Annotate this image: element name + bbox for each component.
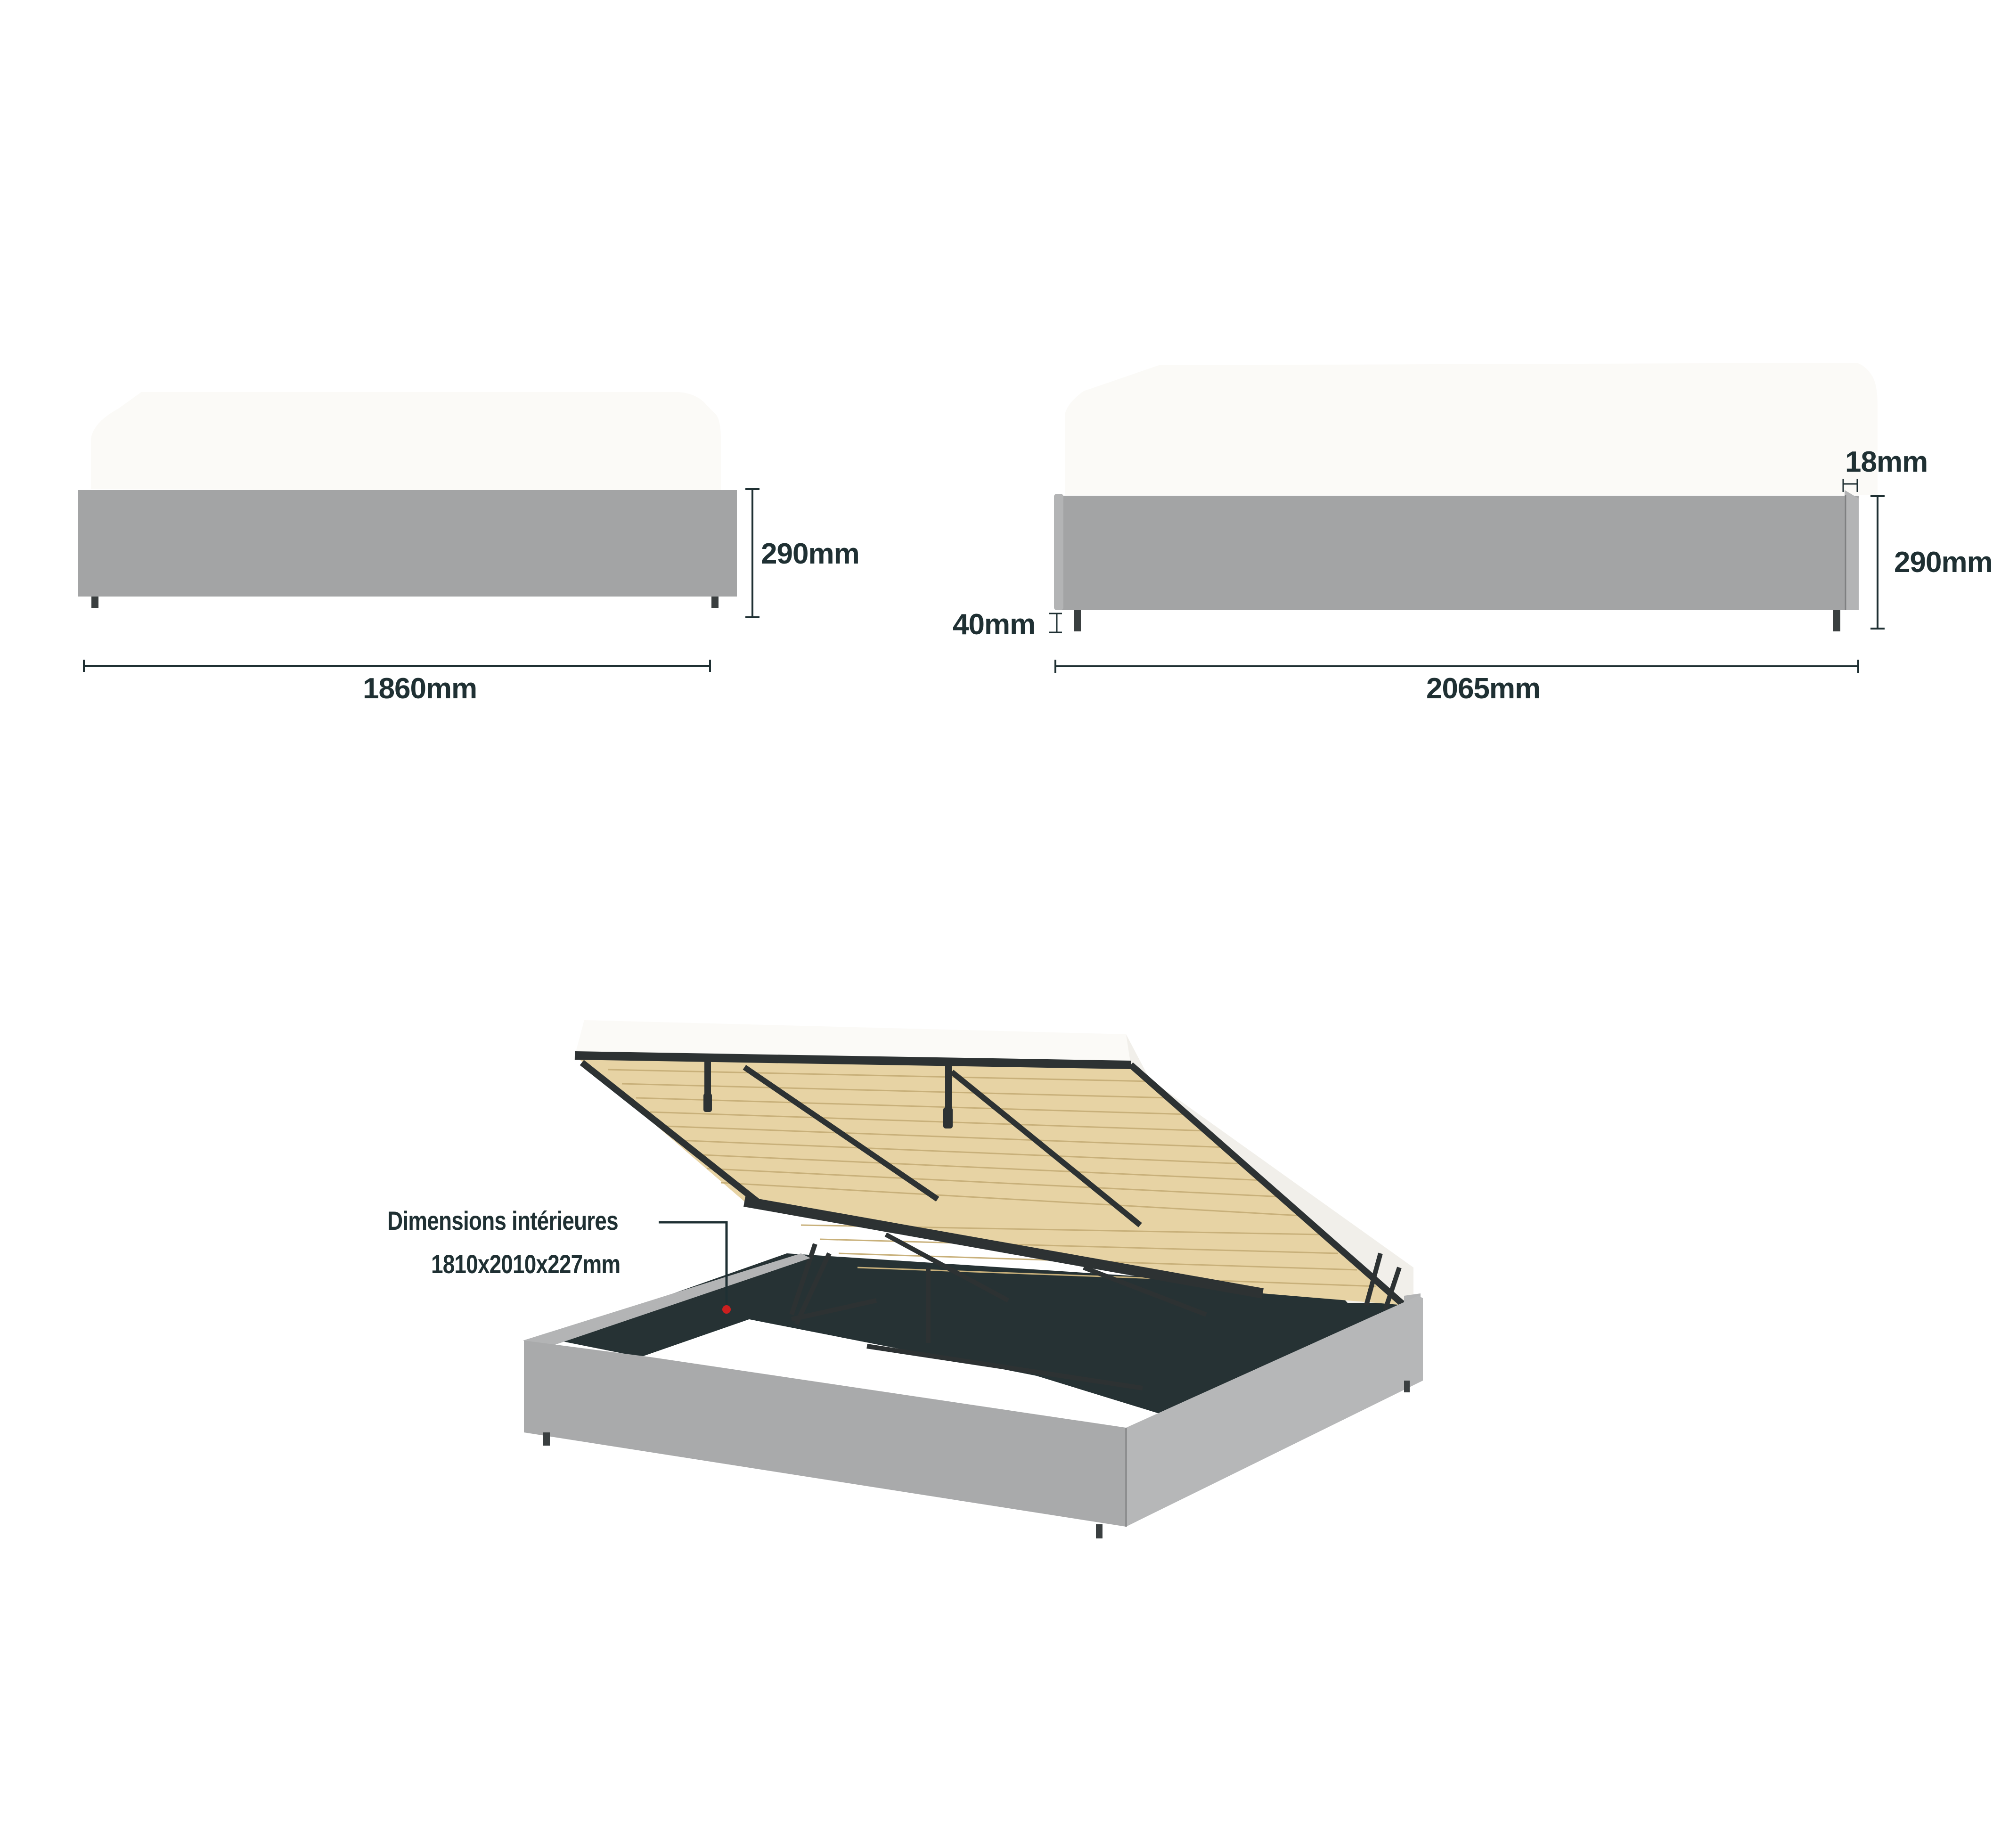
storage-interior [547, 1253, 1418, 1414]
callout-leader [659, 1221, 731, 1314]
front-leg-right [711, 597, 719, 608]
front-width-label: 1860mm [363, 672, 477, 705]
side-height-label: 290mm [1894, 546, 1993, 579]
side-frame [1058, 496, 1859, 610]
side-view-bed [1049, 363, 1885, 673]
side-mattress [1065, 363, 1878, 495]
side-overhang-label: 18mm [1845, 446, 1928, 478]
side-frame-headboard-edge [1054, 494, 1063, 610]
side-frame-footboard-edge [1845, 490, 1859, 610]
crossbar [866, 1344, 1143, 1390]
gas-pistons [789, 1243, 1402, 1343]
side-length-label: 2065mm [1426, 672, 1541, 705]
side-leg-left [1074, 610, 1081, 631]
perspective-legs [543, 1381, 1410, 1538]
side-leg-right [1833, 610, 1840, 631]
side-length-dimension [1054, 660, 1859, 673]
frame-front-side [524, 1341, 1126, 1527]
side-leg-label: 40mm [953, 608, 1036, 641]
frame-foot-end [1126, 1296, 1423, 1527]
front-height-label: 290mm [761, 538, 860, 570]
front-width-dimension [83, 660, 711, 672]
slats [607, 1069, 1376, 1287]
metal-frame [574, 1051, 1406, 1317]
side-leg-dimension [1049, 613, 1062, 633]
storage-floor [641, 1319, 1159, 1428]
perspective-bed [523, 1020, 1423, 1538]
callout-value: 1810x2010x227mm [431, 1249, 621, 1279]
front-leg-left [91, 597, 98, 608]
callout-title: Dimensions intérieures [387, 1206, 619, 1235]
callout-dot [722, 1305, 731, 1314]
front-height-dimension [745, 488, 760, 618]
hinge-brackets [703, 1058, 953, 1128]
front-mattress [91, 392, 721, 492]
slat-base [575, 1055, 1404, 1305]
frame-back-left-rail [523, 1253, 810, 1348]
side-overhang-dimension [1842, 479, 1858, 492]
side-height-dimension [1870, 495, 1885, 630]
front-view-bed [78, 392, 760, 672]
front-frame [78, 490, 737, 597]
